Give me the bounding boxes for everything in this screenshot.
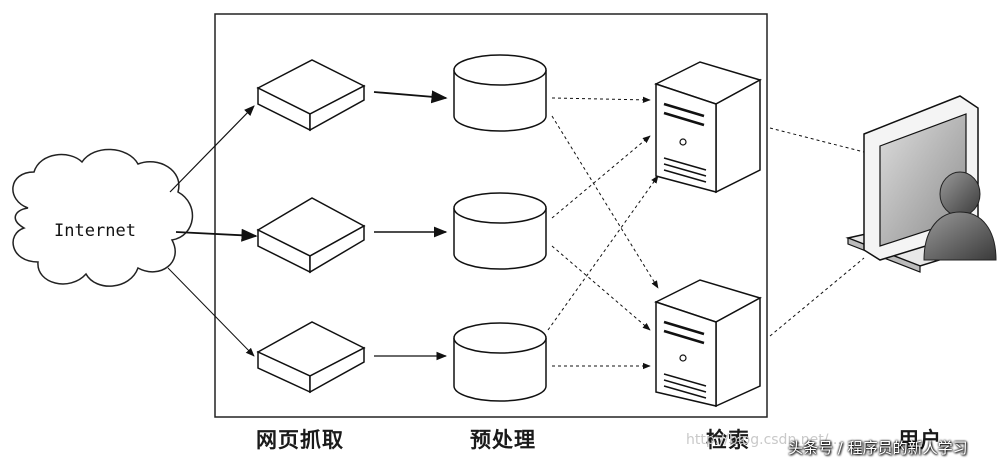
crawler-box-2 xyxy=(256,197,366,274)
cloud-icon xyxy=(12,148,194,287)
database-cylinder-icon xyxy=(453,338,547,402)
database-cylinder-1 xyxy=(453,54,547,132)
dashed-arrow-db2-to-server1 xyxy=(551,135,651,219)
crawler-box-3 xyxy=(256,321,366,394)
internet-label: Internet xyxy=(54,221,136,241)
database-cylinder-icon xyxy=(453,70,547,132)
label-preprocess: 预处理 xyxy=(470,428,536,452)
arrow-crawler-to-db-1 xyxy=(373,90,448,104)
server-tower-icon xyxy=(655,82,717,193)
source-overlay-text: 头条号 / 程序员的新人学习 xyxy=(788,439,968,457)
label-user: 用户 xyxy=(898,428,942,452)
dashed-arrow-db1-to-server2 xyxy=(551,115,659,289)
crawler-box-1 xyxy=(256,59,366,132)
user-terminal xyxy=(845,95,997,273)
label-web-crawl: 网页抓取 xyxy=(256,428,344,452)
dashed-link-server2-to-user xyxy=(769,257,865,337)
dashed-arrow-db3-to-server1 xyxy=(547,175,659,331)
label-retrieval: 检索 xyxy=(706,428,750,452)
server-tower-2 xyxy=(654,279,762,408)
database-cylinder-2 xyxy=(453,192,547,270)
arrow-internet-to-crawler-3 xyxy=(167,267,255,357)
system-boundary-frame xyxy=(214,13,768,418)
database-cylinder-icon xyxy=(453,208,547,270)
dashed-arrow-db2-to-server2 xyxy=(551,245,651,331)
server-tower-icon xyxy=(655,300,717,407)
dashed-arrow-db1-to-server1 xyxy=(551,96,651,104)
blog-watermark: http://blog.csdn.net/... xyxy=(686,432,842,448)
internet-cloud: Internet xyxy=(12,148,194,287)
database-cylinder-3 xyxy=(453,322,547,402)
arrow-internet-to-crawler-2 xyxy=(175,228,258,242)
dashed-link-server1-to-user xyxy=(769,127,865,153)
arrow-internet-to-crawler-1 xyxy=(169,105,255,193)
server-tower-1 xyxy=(654,61,762,194)
